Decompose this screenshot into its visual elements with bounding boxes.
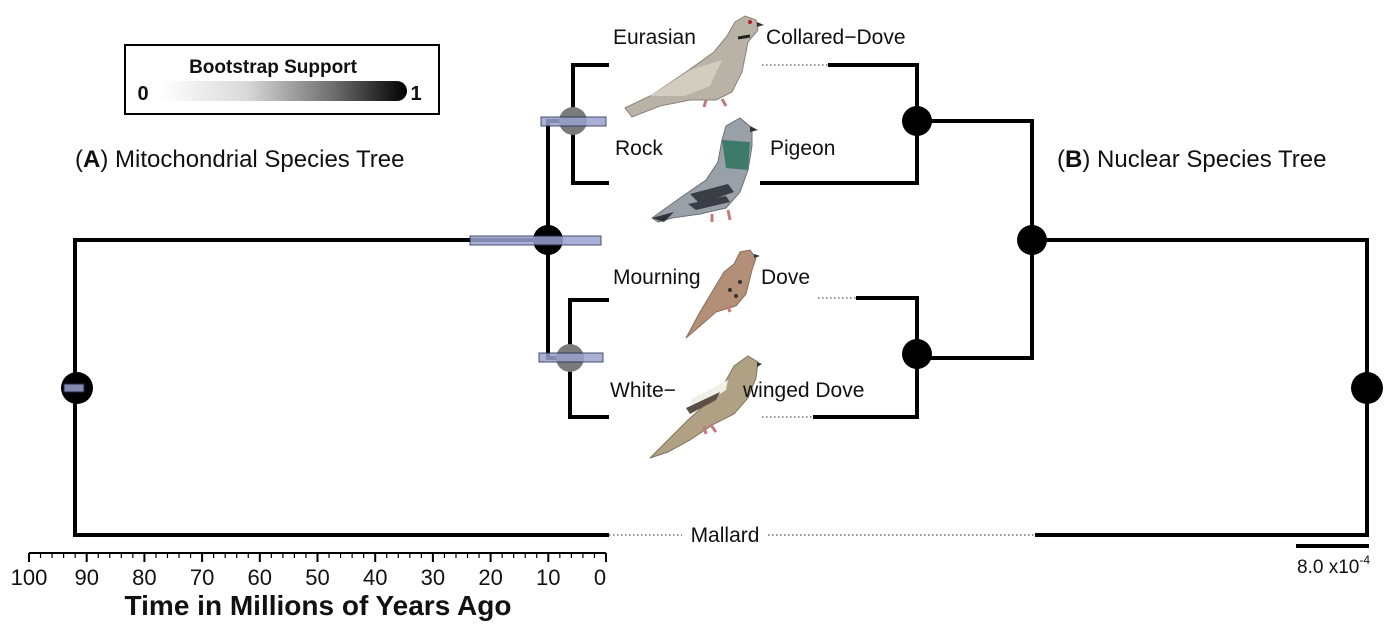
legend-max-label: 1 — [410, 83, 421, 105]
panel-b-title: (B) Nuclear Species Tree — [1057, 146, 1326, 173]
legend-min-label: 0 — [137, 83, 148, 105]
taxon-mallard-label: Mallard — [691, 524, 760, 547]
tick-label: 10 — [536, 565, 560, 590]
taxon-left-label: Mourning — [613, 266, 701, 289]
legend-gradient-bar — [160, 81, 407, 101]
taxon-right-label: winged Dove — [742, 379, 864, 402]
nuc-node-collared-rock — [902, 106, 932, 136]
mito-ci-mourning-whitewinged — [539, 353, 603, 362]
mitochondrial-tree — [61, 65, 607, 535]
white-winged-dove-illustration — [650, 356, 762, 458]
legend-box — [125, 45, 439, 114]
nuc-node-mourning-whitewinged — [902, 339, 932, 369]
taxon-left-label: Rock — [615, 137, 663, 160]
panel-a-title: (A) Mitochondrial Species Tree — [75, 146, 405, 173]
taxon-left-label: Eurasian — [613, 26, 696, 49]
mito-ci-ingroup — [470, 236, 601, 245]
tick-label: 40 — [363, 565, 387, 590]
rock-pigeon-illustration — [652, 118, 758, 222]
tick-label: 0 — [594, 565, 606, 590]
panel-a-name: Mitochondrial Species Tree — [115, 146, 404, 173]
nuc-node-root — [1351, 372, 1383, 404]
time-axis-title: Time in Millions of Years Ago — [125, 590, 512, 621]
tick-label: 60 — [248, 565, 272, 590]
panel-b-name: Nuclear Species Tree — [1097, 146, 1326, 173]
taxon-right-label: Pigeon — [770, 137, 835, 160]
tick-label: 80 — [132, 565, 156, 590]
time-axis-ticks — [29, 553, 606, 562]
nuc-node-ingroup — [1017, 225, 1047, 255]
tick-label: 70 — [190, 565, 214, 590]
legend-title: Bootstrap Support — [189, 57, 357, 78]
taxon-connectors — [609, 65, 1035, 535]
bootstrap-legend: Bootstrap Support 0 1 — [125, 45, 439, 114]
panel-a-letter: A — [83, 146, 100, 173]
mourning-dove-illustration — [686, 250, 760, 338]
tick-label: 90 — [74, 565, 98, 590]
scale-bar-label: 8.0 x10-4 — [1297, 553, 1370, 578]
panel-b-letter: B — [1065, 146, 1082, 173]
tick-label: 100 — [11, 565, 48, 590]
taxon-right-label: Dove — [761, 266, 810, 289]
nuclear-tree — [762, 65, 1383, 535]
mito-ci-collared-rock — [541, 117, 606, 126]
tick-label: 30 — [421, 565, 445, 590]
scale-bar: 8.0 x10-4 — [1296, 546, 1370, 578]
taxon-right-label: Collared−Dove — [766, 26, 906, 49]
mito-ci-root — [64, 384, 84, 392]
tick-label: 50 — [305, 565, 329, 590]
tick-label: 20 — [478, 565, 502, 590]
taxon-left-label: White− — [610, 379, 676, 402]
